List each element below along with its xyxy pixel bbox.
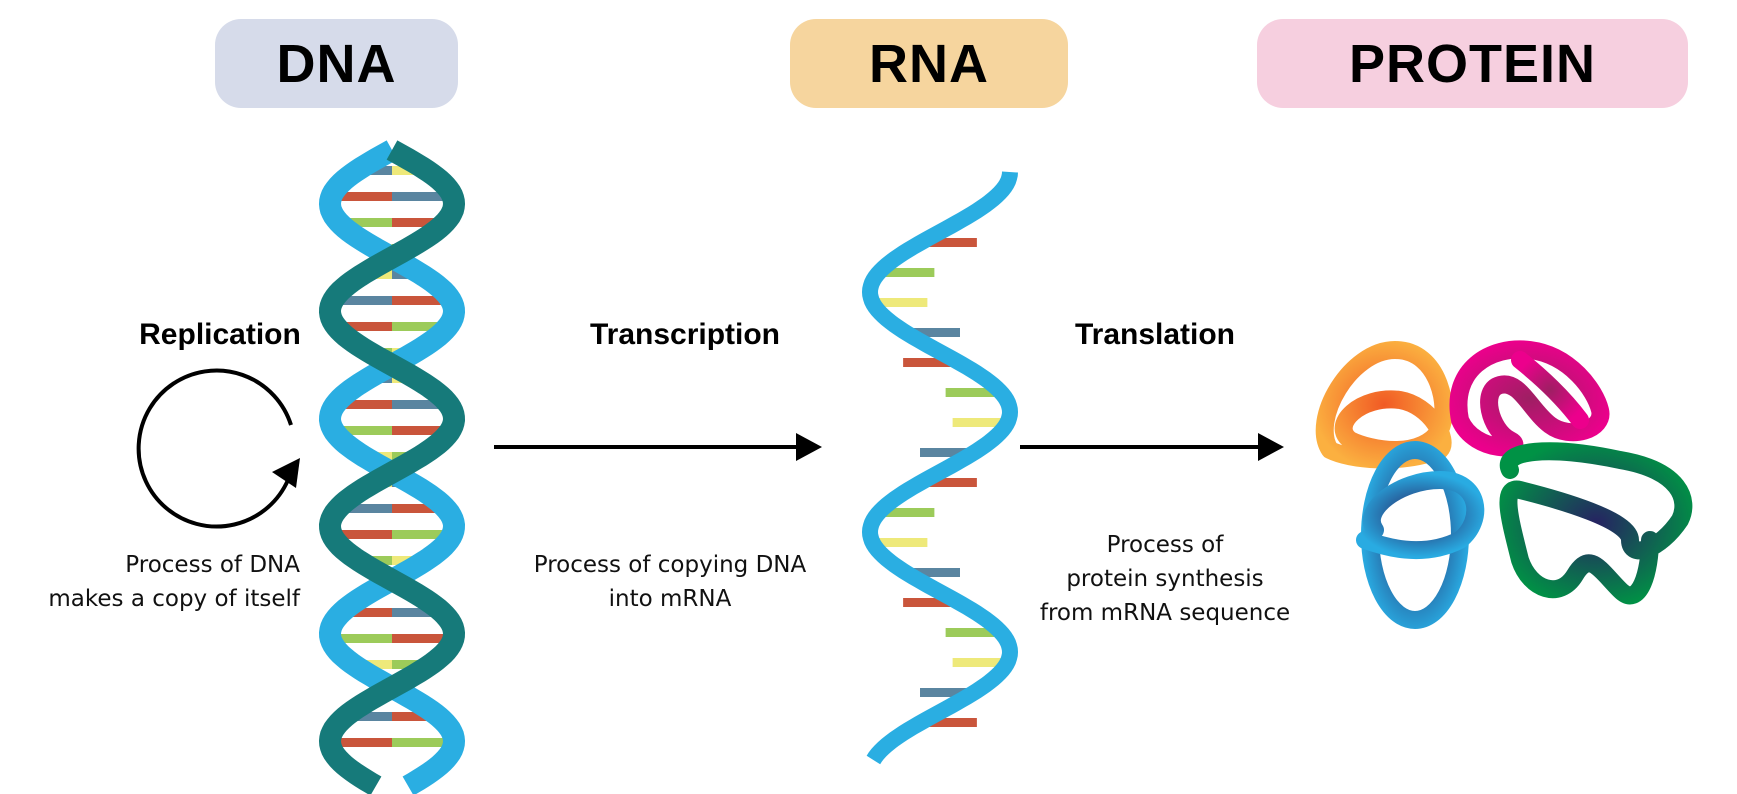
rna-base [921, 718, 977, 727]
translation-desc-line: Process of [1106, 532, 1224, 558]
dna-base-pair [335, 322, 392, 331]
rna-base [872, 538, 928, 547]
replication-desc-line: Process of DNA [125, 552, 300, 578]
dna-base-pair [392, 738, 454, 747]
dna-base-pair [333, 426, 392, 435]
dna-base-pair [392, 296, 451, 305]
dna-strand-dark [318, 140, 466, 794]
translation-arrow-icon [1020, 433, 1284, 461]
dna-base-pair [392, 608, 442, 617]
rna-base [952, 418, 1008, 427]
rna-single-strand-icon [861, 171, 1019, 765]
rna-badge: RNA [790, 19, 1068, 108]
dna-base-pair [330, 634, 392, 643]
replication-cycle-icon [136, 368, 300, 529]
rna-base [903, 358, 959, 367]
protein-blue-loop [1356, 441, 1485, 629]
dna-base-pair [338, 504, 392, 513]
dna-badge: DNA [215, 19, 458, 108]
dna-base-pair [331, 530, 392, 539]
protein-folded-icon [1315, 340, 1693, 629]
dna-base-pair [335, 400, 392, 409]
transcription-desc-line: into mRNA [608, 586, 732, 612]
dna-double-helix-icon [318, 140, 466, 794]
dna-base-pair [392, 712, 438, 721]
translation-desc-line: protein synthesis [1066, 566, 1264, 592]
rna-base [905, 328, 960, 337]
dna-base-pair [392, 322, 449, 331]
protein-badge: PROTEIN [1257, 19, 1688, 108]
rna-base [920, 448, 975, 457]
translation-description: Process of protein synthesis from mRNA s… [1010, 528, 1320, 630]
rna-base [879, 508, 935, 517]
dna-base-pair [392, 530, 453, 539]
transcription-description: Process of copying DNA into mRNA [500, 548, 840, 616]
replication-title: Replication [139, 318, 301, 351]
dna-base-pair [346, 712, 392, 721]
rna-label: RNA [869, 33, 989, 94]
rna-strand [861, 171, 1019, 765]
rna-base [905, 568, 960, 577]
rna-base [921, 478, 977, 487]
rna-base [872, 298, 928, 307]
rna-base [921, 238, 977, 247]
replication-desc-line: makes a copy of itself [48, 586, 300, 612]
protein-magenta-loop [1449, 340, 1610, 457]
protein-label: PROTEIN [1348, 33, 1597, 94]
rna-base [879, 268, 935, 277]
dna-base-pair [392, 634, 454, 643]
dna-label: DNA [276, 33, 397, 94]
translation-desc-line: from mRNA sequence [1039, 600, 1291, 626]
protein-orange-loop [1315, 341, 1453, 469]
dna-base-pair [392, 504, 446, 513]
dna-base-pair [392, 426, 451, 435]
transcription-arrow-icon [494, 433, 822, 461]
dna-base-pair [392, 218, 446, 227]
protein-green-loop [1499, 442, 1693, 605]
rna-base [952, 658, 1008, 667]
rna-base [920, 688, 975, 697]
rna-base [903, 598, 959, 607]
dna-base-pair [338, 218, 392, 227]
transcription-desc-line: Process of copying DNA [533, 552, 807, 578]
dna-base-pair [392, 400, 449, 409]
dna-base-pair [331, 192, 392, 201]
dna-base-pair [392, 192, 453, 201]
dna-base-pair [333, 296, 392, 305]
translation-title: Translation [1074, 318, 1236, 351]
rna-base [945, 388, 1001, 397]
replication-description: Process of DNA makes a copy of itself [0, 548, 300, 616]
dna-base-pair [342, 608, 392, 617]
dna-base-pair [330, 738, 392, 747]
rna-base [945, 628, 1001, 637]
transcription-title: Transcription [589, 318, 781, 351]
